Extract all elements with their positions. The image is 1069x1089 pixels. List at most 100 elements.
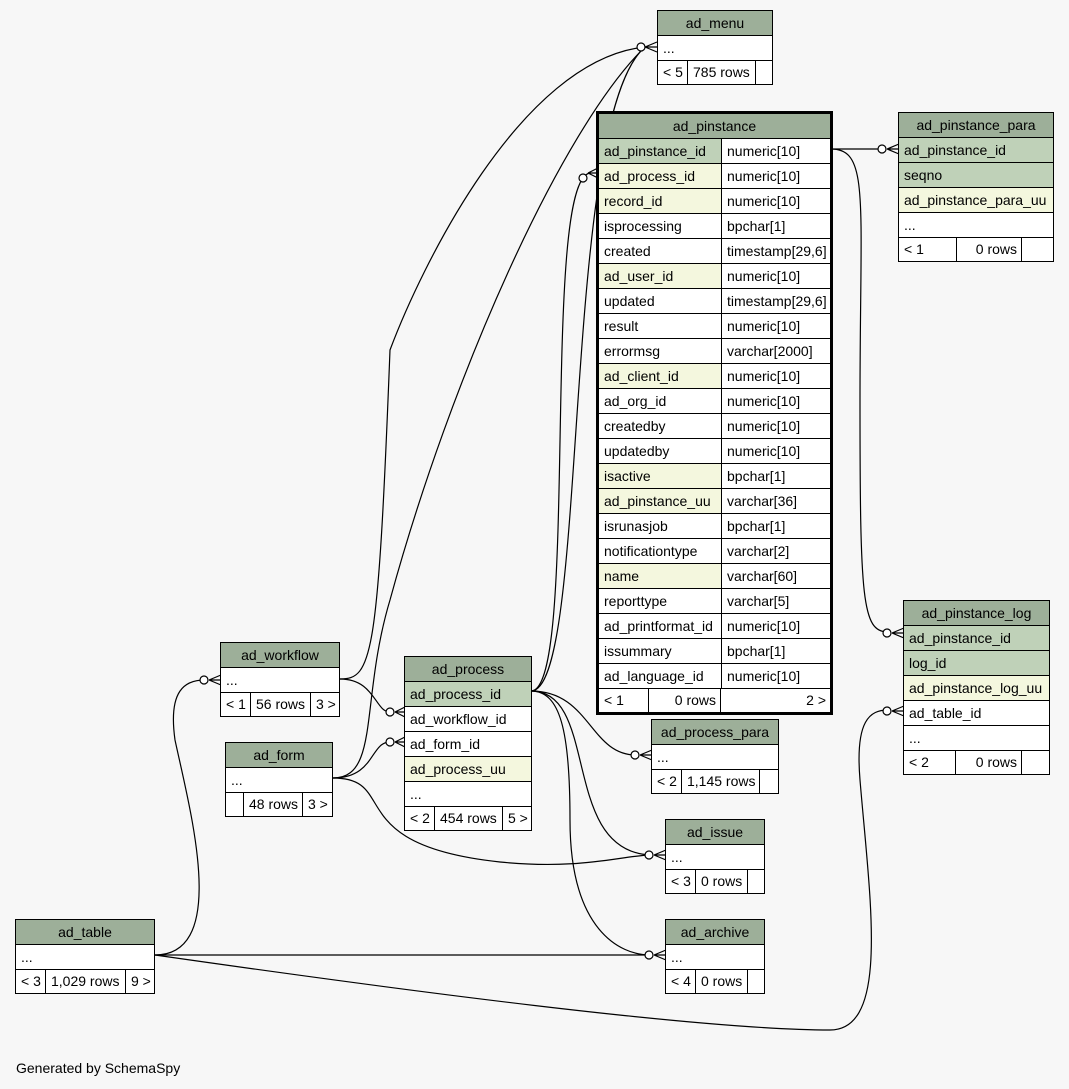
column-name[interactable]: ad_pinstance_id <box>909 630 1011 646</box>
table-header[interactable]: ad_workflow <box>221 643 339 668</box>
column-name[interactable]: ad_language_id <box>599 664 722 688</box>
table-header[interactable]: ad_process <box>405 657 531 682</box>
children-count[interactable] <box>1022 238 1053 261</box>
column-name[interactable]: ad_process_id <box>410 686 502 702</box>
children-count[interactable] <box>748 870 764 893</box>
column-name[interactable]: isactive <box>599 464 722 488</box>
column-name[interactable]: seqno <box>904 167 943 183</box>
column-name[interactable]: issummary <box>599 639 722 663</box>
table-ad_pinstance_log[interactable]: ad_pinstance_log ad_pinstance_id log_id … <box>903 600 1050 775</box>
table-header[interactable]: ad_menu <box>658 11 772 36</box>
column-name[interactable]: ad_pinstance_log_uu <box>909 680 1043 696</box>
table-ad_archive[interactable]: ad_archive ... < 4 0 rows <box>665 919 765 994</box>
column-name[interactable]: result <box>599 314 722 338</box>
table-header[interactable]: ad_table <box>16 920 154 945</box>
column-name[interactable]: notificationtype <box>599 539 722 563</box>
column-name[interactable]: created <box>599 239 722 263</box>
children-count[interactable]: 3 > <box>308 796 328 812</box>
table-ad_table[interactable]: ad_table ... < 3 1,029 rows 9 > <box>15 919 155 994</box>
children-count[interactable] <box>756 61 772 84</box>
column-name[interactable]: createdby <box>599 414 722 438</box>
children-count[interactable] <box>760 770 778 793</box>
column-name[interactable]: ad_form_id <box>410 736 481 752</box>
table-ad_form[interactable]: ad_form ... 48 rows 3 > <box>225 742 333 817</box>
parents-count[interactable]: < 2 <box>652 770 682 793</box>
column-name[interactable]: ad_pinstance_para_uu <box>904 192 1047 208</box>
children-count[interactable] <box>748 970 764 993</box>
column-name[interactable]: name <box>599 564 722 588</box>
parents-count[interactable]: < 3 <box>16 970 46 993</box>
generated-by-credit[interactable]: Generated by SchemaSpy <box>16 1060 181 1076</box>
column-name[interactable]: ad_process_uu <box>410 761 506 777</box>
table-ad_issue[interactable]: ad_issue ... < 3 0 rows <box>665 819 765 894</box>
children-count[interactable]: 5 > <box>508 810 528 826</box>
children-count[interactable]: 9 > <box>131 973 151 989</box>
column-name[interactable]: isprocessing <box>599 214 722 238</box>
column-name[interactable]: updated <box>599 289 722 313</box>
column-name[interactable]: ad_table_id <box>909 705 982 721</box>
children-count[interactable] <box>1022 751 1049 774</box>
table-ad_pinstance_para[interactable]: ad_pinstance_para ad_pinstance_id seqno … <box>898 112 1054 262</box>
table-header[interactable]: ad_archive <box>666 920 764 945</box>
table-ad_menu[interactable]: ad_menu ... < 5 785 rows <box>657 10 773 85</box>
parents-count[interactable]: < 2 <box>405 807 435 830</box>
table-header[interactable]: ad_pinstance <box>599 114 830 139</box>
column-name[interactable]: log_id <box>909 655 947 671</box>
parents-count[interactable]: < 1 <box>221 693 251 716</box>
column-name[interactable]: record_id <box>599 189 722 213</box>
table-header[interactable]: ad_issue <box>666 820 764 845</box>
table-ad_process_para[interactable]: ad_process_para ... < 2 1,145 rows <box>651 719 779 794</box>
column-name[interactable]: ad_org_id <box>599 389 722 413</box>
column-name[interactable]: ad_printformat_id <box>599 614 722 638</box>
parents-count[interactable]: < 1 <box>599 689 649 712</box>
table-header[interactable]: ad_pinstance_para <box>899 113 1053 138</box>
table-ad_workflow[interactable]: ad_workflow ... < 1 56 rows 3 > <box>220 642 340 717</box>
column-name[interactable]: reporttype <box>599 589 722 613</box>
column-name[interactable]: ad_pinstance_id <box>599 139 722 163</box>
parents-count[interactable]: < 3 <box>666 870 696 893</box>
column-name[interactable]: updatedby <box>599 439 722 463</box>
children-count[interactable]: 3 > <box>316 696 336 712</box>
table-header[interactable]: ad_process_para <box>652 720 778 745</box>
children-count[interactable]: 2 > <box>806 692 826 708</box>
parents-count[interactable]: < 4 <box>666 970 696 993</box>
parents-count[interactable] <box>226 793 244 816</box>
column-name[interactable]: isrunasjob <box>599 514 722 538</box>
column-name[interactable]: ad_pinstance_id <box>904 142 1006 158</box>
column-name[interactable]: ad_user_id <box>599 264 722 288</box>
table-header[interactable]: ad_pinstance_log <box>904 601 1049 626</box>
column-name[interactable]: errormsg <box>599 339 722 363</box>
column-name[interactable]: ad_pinstance_uu <box>599 489 722 513</box>
parents-count[interactable]: < 2 <box>904 751 956 774</box>
table-ad_process[interactable]: ad_process ad_process_id ad_workflow_id … <box>404 656 532 831</box>
parents-count[interactable]: < 5 <box>658 61 688 84</box>
table-header[interactable]: ad_form <box>226 743 332 768</box>
column-name[interactable]: ad_workflow_id <box>410 711 507 727</box>
parents-count[interactable]: < 1 <box>899 238 957 261</box>
column-name[interactable]: ad_client_id <box>599 364 722 388</box>
column-name[interactable]: ad_process_id <box>599 164 722 188</box>
